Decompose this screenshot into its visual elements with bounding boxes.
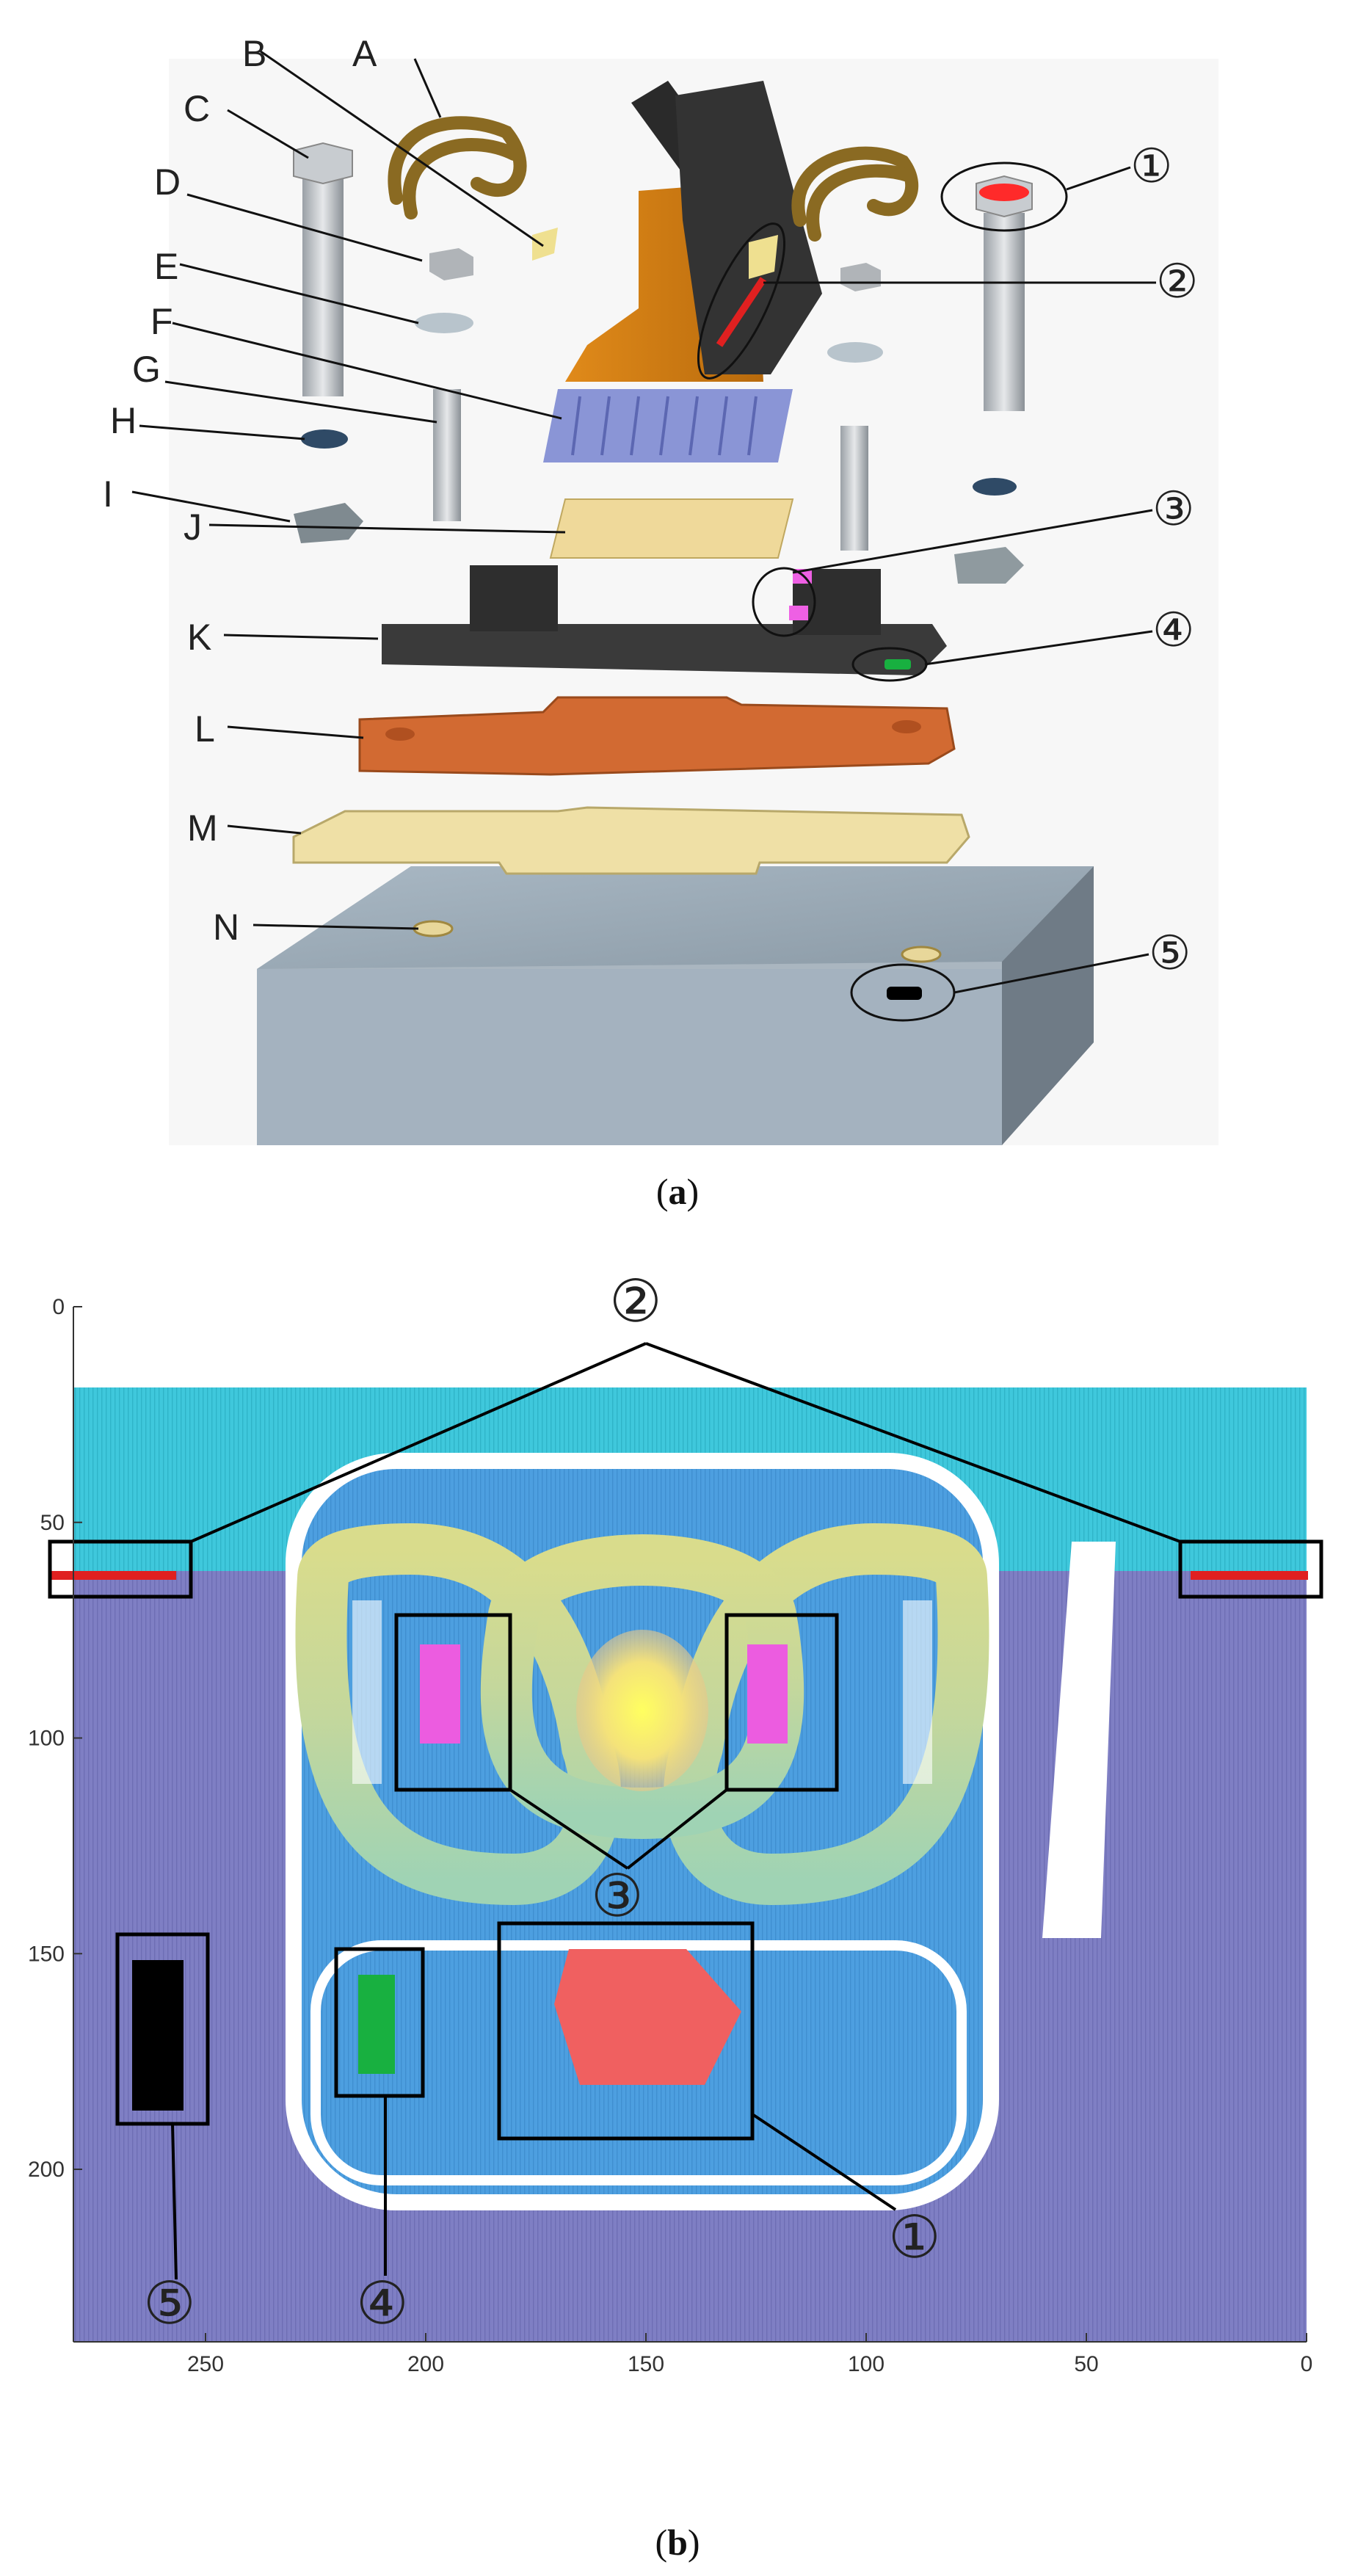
marker-5	[132, 1960, 184, 2111]
clip-pattern	[295, 1523, 989, 1906]
caption-b-letter: b	[667, 2522, 688, 2563]
label-part-k: K	[187, 617, 211, 658]
caption-b: (b)	[655, 2522, 700, 2563]
label-part-l: L	[195, 708, 215, 750]
callout-1-a: ①	[1130, 139, 1172, 192]
callout-3-a: ③	[1152, 482, 1194, 535]
label-part-h: H	[110, 400, 137, 441]
bolt-left	[293, 142, 353, 396]
callout-2-a: ②	[1156, 255, 1198, 308]
panel-b: 250 200 150 100 50 0 0 50 100 150 200 ② ③ ① ④ ⑤ (b…	[28, 1269, 1323, 2563]
callout-5-a: ⑤	[1149, 926, 1191, 979]
label-part-f: F	[150, 301, 173, 342]
pad-f	[543, 389, 793, 462]
tick-layer: 250 200 150 100 50 0 0 50 100 150 200	[28, 1295, 1312, 2376]
label-part-d: D	[154, 162, 181, 203]
y-tick-label: 200	[28, 2158, 65, 2182]
marker-3-left	[420, 1644, 460, 1744]
label-part-e: E	[154, 246, 178, 287]
label-part-j: J	[184, 507, 202, 548]
caption-a-letter: a	[669, 1171, 687, 1212]
plate-l	[358, 696, 956, 776]
callout-2-b: ②	[609, 1269, 662, 1334]
x-tick-label: 100	[848, 2352, 884, 2376]
panel-a: A B C D E F G H I J K L M N ① ② ③ ④ ⑤ (a…	[103, 33, 1218, 1212]
x-tick-label: 200	[407, 2352, 444, 2376]
marker-1	[554, 1949, 741, 2085]
marker-4	[358, 1975, 395, 2074]
y-tick-label: 100	[28, 1727, 65, 1751]
marker-2-left	[51, 1571, 176, 1580]
callout-3-b: ③	[591, 1863, 644, 1929]
x-tick-label: 50	[1074, 2352, 1098, 2376]
sleeper-block	[257, 866, 1094, 1145]
y-tick-label: 150	[28, 1942, 65, 1966]
label-part-c: C	[184, 88, 210, 129]
pad-m	[292, 806, 970, 875]
x-tick-label: 0	[1301, 2352, 1313, 2376]
leader-lines-b	[171, 1342, 1181, 2280]
leader-lines-a	[131, 50, 1156, 994]
callout-4-a: ④	[1152, 603, 1194, 656]
marker-2-right	[1191, 1571, 1308, 1580]
marker-3-right	[747, 1644, 788, 1744]
callout-1-b: ①	[888, 2205, 941, 2270]
x-tick-label: 250	[187, 2352, 224, 2376]
label-part-a: A	[352, 33, 377, 74]
y-tick-label: 50	[40, 1511, 65, 1535]
label-part-i: I	[103, 474, 113, 515]
x-tick-label: 150	[628, 2352, 664, 2376]
clip-center-glow	[576, 1630, 708, 1791]
label-part-m: M	[187, 808, 218, 849]
callout-boxes-b	[48, 1539, 1323, 2141]
small-parts	[294, 228, 1024, 584]
label-part-g: G	[132, 349, 161, 390]
clip-right	[791, 146, 919, 242]
pad-j	[549, 498, 794, 559]
label-part-n: N	[213, 907, 239, 948]
label-part-b: B	[242, 33, 266, 74]
base-plate-k	[382, 565, 947, 675]
bolt-right	[976, 175, 1033, 411]
callout-5-b: ⑤	[143, 2271, 196, 2336]
caption-a: (a)	[656, 1171, 699, 1212]
y-tick-label: 0	[52, 1295, 65, 1319]
callout-4-b: ④	[356, 2271, 409, 2336]
